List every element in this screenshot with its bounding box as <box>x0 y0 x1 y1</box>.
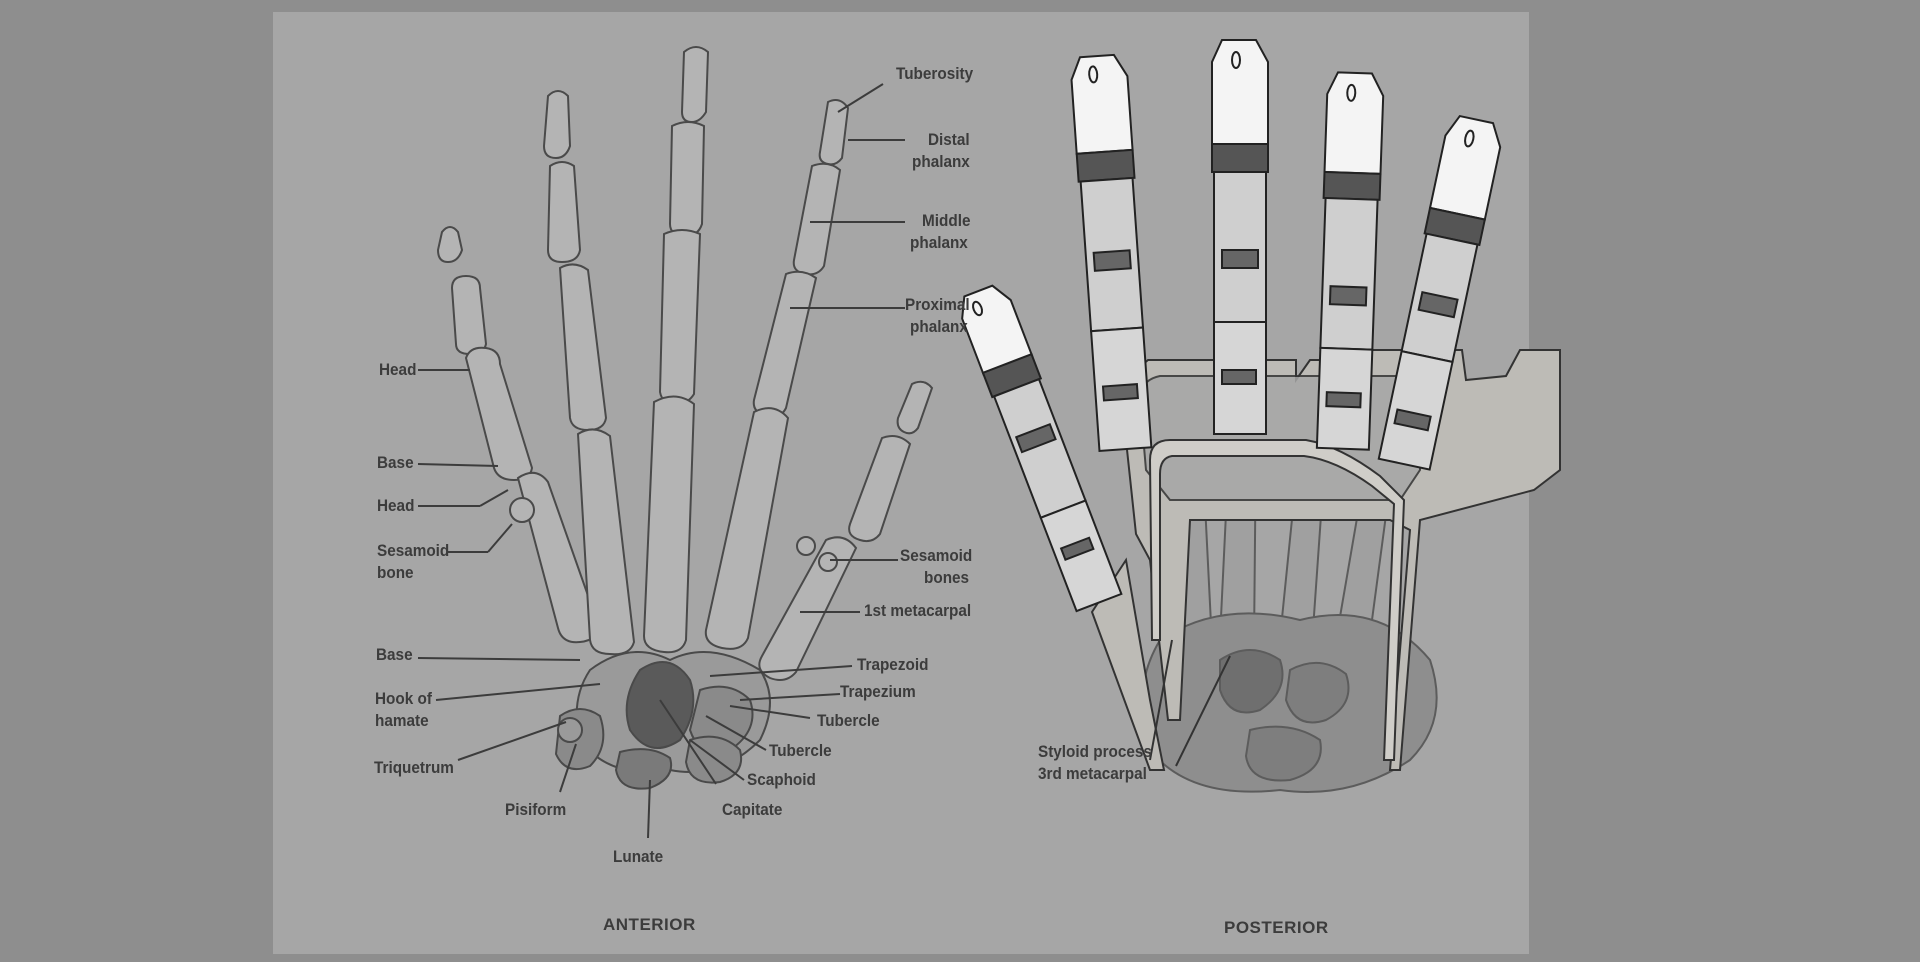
caption-posterior: POSTERIOR <box>1224 918 1329 938</box>
label-middle-phalanx-line1: Middle <box>922 210 970 232</box>
anterior-hand <box>438 47 932 789</box>
label-sesamoid-bones-line2: bones <box>924 567 969 589</box>
label-tubercle-lower: Tubercle <box>769 740 832 762</box>
label-lunate: Lunate <box>613 846 663 868</box>
label-proximal-phalanx-line2: phalanx <box>910 316 968 338</box>
label-sesamoid-bone-line2: bone <box>377 562 414 584</box>
exo-finger-middle <box>1212 40 1268 434</box>
label-head-lower: Head <box>377 495 414 517</box>
sesamoid-thumb-2 <box>819 553 837 571</box>
label-hook-of-hamate-line1: Hook of <box>375 688 432 710</box>
label-distal-phalanx-line2: phalanx <box>912 151 970 173</box>
label-sesamoid-bone-line1: Sesamoid <box>377 540 449 562</box>
label-scaphoid: Scaphoid <box>747 769 816 791</box>
label-trapezoid: Trapezoid <box>857 654 928 676</box>
label-distal-phalanx-line1: Distal <box>928 129 970 151</box>
caption-anterior: ANTERIOR <box>603 915 696 935</box>
exo-finger-ring <box>1070 54 1153 451</box>
label-middle-phalanx-line2: phalanx <box>910 232 968 254</box>
sesamoid-thumb-1 <box>797 537 815 555</box>
middle-finger-bones <box>644 47 708 652</box>
label-hook-of-hamate-line2: hamate <box>375 710 429 732</box>
carpal-bones <box>556 652 770 789</box>
label-proximal-phalanx-line1: Proximal <box>905 294 970 316</box>
sesamoid-little <box>510 498 534 522</box>
label-capitate: Capitate <box>722 799 782 821</box>
label-first-metacarpal: 1st metacarpal <box>864 600 971 622</box>
label-tuberosity: Tuberosity <box>896 63 973 85</box>
label-base-upper: Base <box>377 452 414 474</box>
label-tubercle-right: Tubercle <box>817 710 880 732</box>
label-base-lower: Base <box>376 644 413 666</box>
label-triquetrum: Triquetrum <box>374 757 454 779</box>
label-pisiform: Pisiform <box>505 799 566 821</box>
label-sesamoid-bones-line1: Sesamoid <box>900 545 972 567</box>
label-head-upper: Head <box>379 359 416 381</box>
label-styloid-process-line1: Styloid process <box>1038 741 1152 763</box>
label-styloid-process-line2: 3rd metacarpal <box>1038 763 1147 785</box>
label-trapezium: Trapezium <box>840 681 916 703</box>
